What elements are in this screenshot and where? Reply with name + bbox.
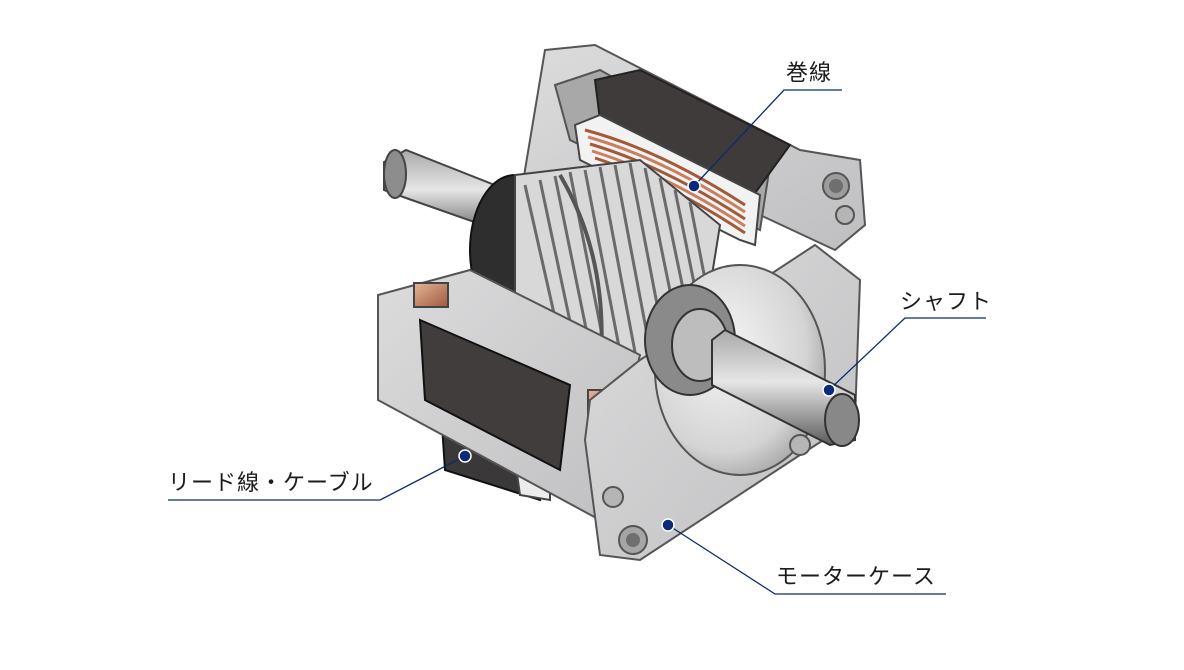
leader-winding: [693, 89, 842, 187]
shaft-label: シャフト: [900, 290, 993, 315]
lead-wire-label: リード線・ケーブル: [168, 471, 374, 496]
marker-shaft: [822, 383, 836, 397]
marker-case: [661, 518, 675, 532]
leader-lines: [168, 89, 986, 595]
marker-winding: [687, 179, 701, 193]
winding-slot-left: [413, 282, 449, 308]
winding-label: 巻線: [786, 61, 833, 86]
rear-case: [518, 43, 867, 252]
leader-case: [667, 524, 946, 595]
marker-lead: [458, 449, 472, 463]
motor-case-label: モーターケース: [776, 565, 936, 590]
leader-shaft: [828, 317, 986, 391]
markers: [458, 179, 836, 532]
leader-lead: [168, 455, 466, 501]
front-shaft: [711, 328, 860, 447]
